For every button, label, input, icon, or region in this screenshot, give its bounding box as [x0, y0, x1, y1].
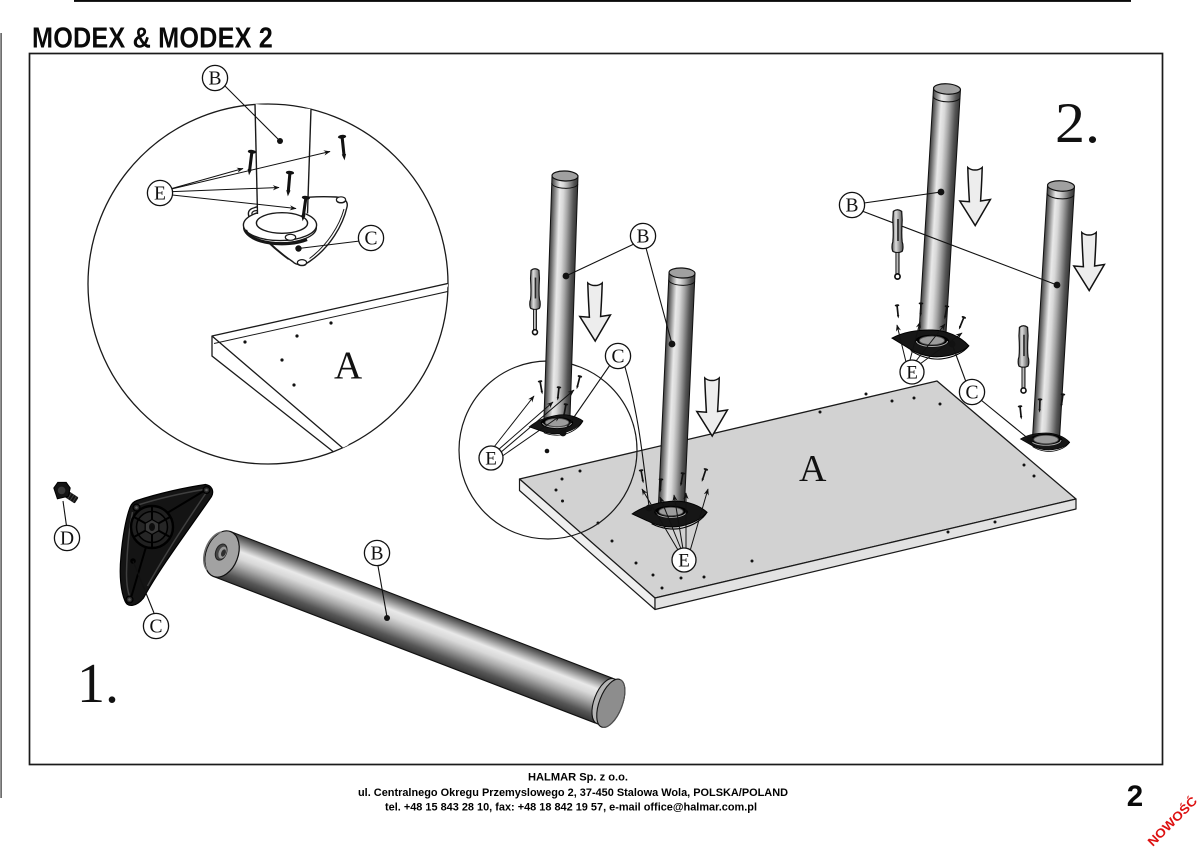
svg-text:C: C [965, 383, 978, 404]
svg-text:C: C [364, 229, 377, 250]
svg-text:tel. +48 15 843 28 10, fax: +4: tel. +48 15 843 28 10, fax: +48 18 842 1… [385, 802, 757, 814]
svg-text:B: B [208, 69, 221, 90]
svg-text:A: A [334, 344, 362, 387]
svg-text:2.: 2. [1055, 92, 1100, 155]
svg-text:E: E [154, 184, 166, 205]
svg-text:C: C [611, 347, 624, 368]
svg-text:1.: 1. [77, 653, 119, 715]
svg-text:E: E [678, 551, 690, 572]
svg-text:B: B [636, 227, 649, 248]
svg-text:2: 2 [1127, 780, 1143, 813]
svg-text:E: E [906, 363, 918, 384]
svg-text:HALMAR Sp. z o.o.: HALMAR Sp. z o.o. [528, 772, 628, 784]
svg-text:ul. Centralnego Okregu Przemys: ul. Centralnego Okregu Przemyslowego 2, … [358, 787, 788, 799]
svg-text:D: D [60, 529, 74, 550]
svg-text:E: E [485, 449, 497, 470]
svg-text:A: A [799, 448, 827, 490]
svg-text:B: B [845, 196, 858, 217]
svg-text:C: C [149, 617, 162, 638]
svg-text:B: B [370, 544, 383, 565]
svg-text:MODEX & MODEX 2: MODEX & MODEX 2 [32, 23, 273, 55]
